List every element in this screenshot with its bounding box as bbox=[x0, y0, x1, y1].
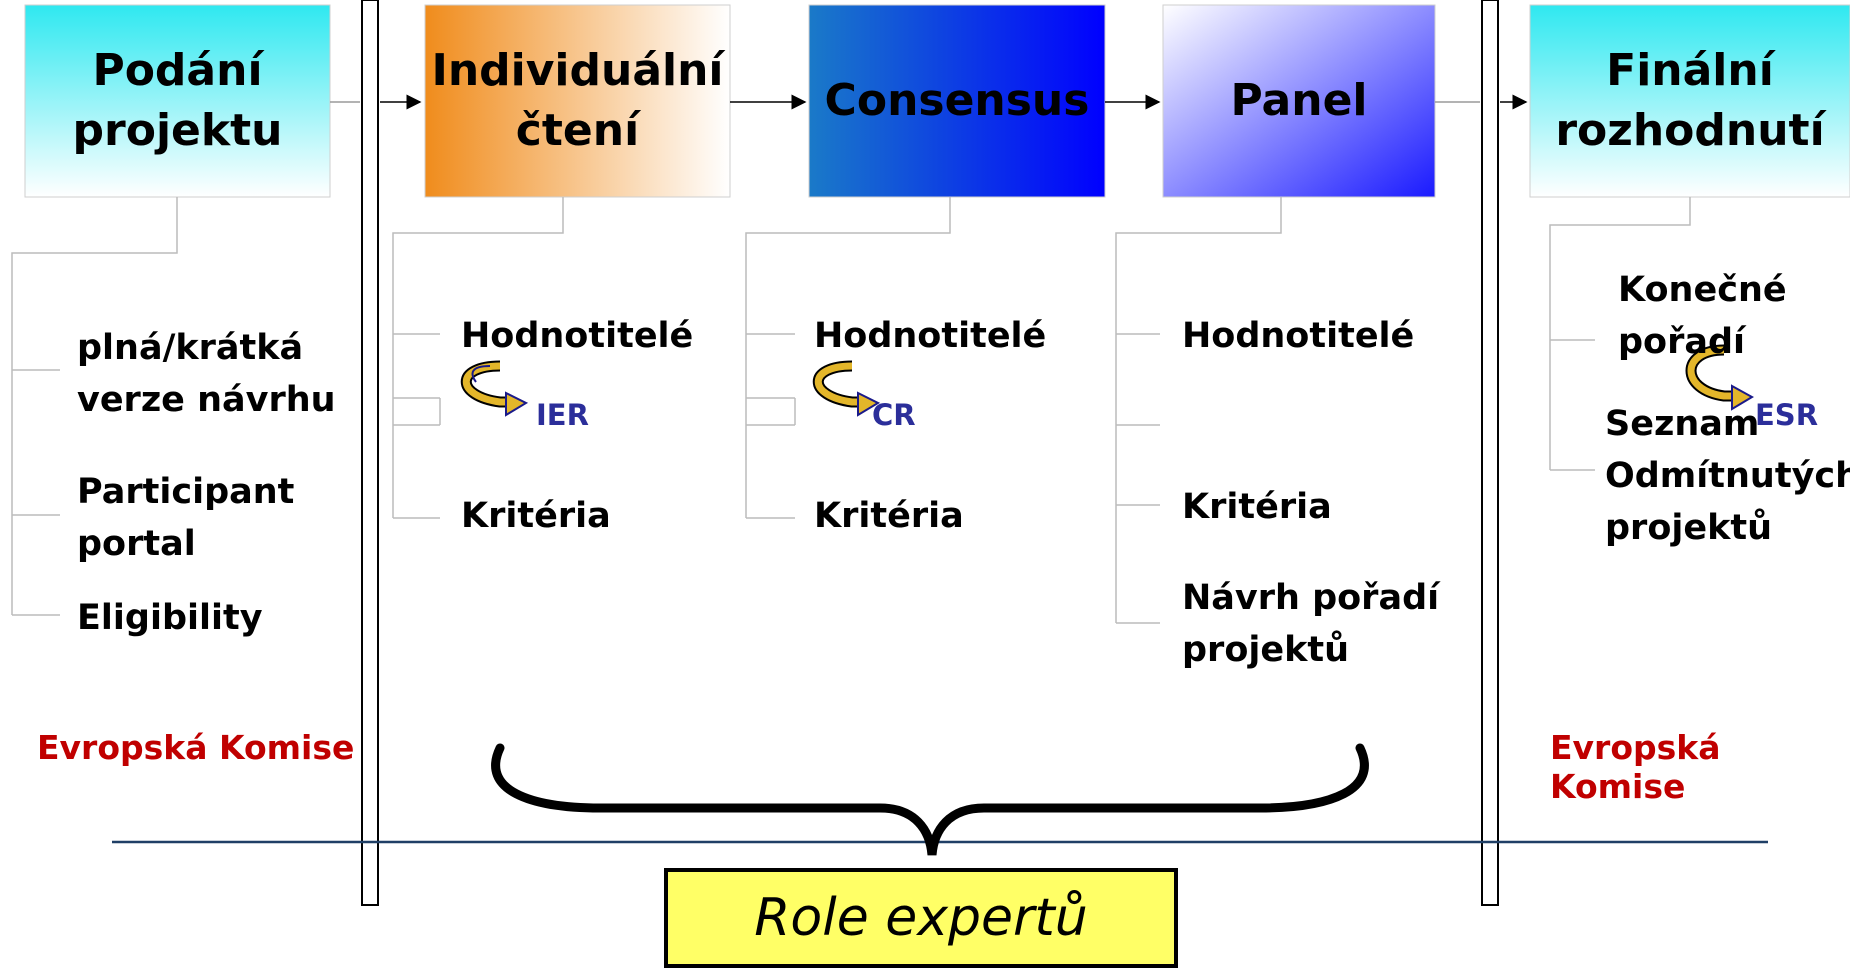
box-finalni-bg bbox=[1529, 4, 1850, 198]
loop-arrow-esr-icon bbox=[1685, 344, 1755, 411]
consensus-item-kriteria: Kritéria bbox=[814, 496, 964, 536]
code-esr: ESR bbox=[1755, 398, 1819, 432]
divider-left bbox=[361, 0, 379, 906]
stage-consensus: Consensus bbox=[809, 5, 1105, 197]
loop-arrow-cr-icon bbox=[813, 360, 881, 417]
stage-finalni-label: Finální rozhodnutí bbox=[1555, 45, 1825, 156]
box-individualni-bg bbox=[424, 4, 731, 198]
stage-individualni: Individuální čtení bbox=[425, 5, 730, 197]
finalni-item-seznam: Seznam Odmítnutých projektů bbox=[1605, 404, 1850, 548]
stage-podani: Podání projektu bbox=[25, 5, 330, 197]
finalni-item-konecne: Konečné pořadí bbox=[1618, 270, 1787, 362]
box-podani-bg bbox=[24, 4, 331, 198]
role-expertu-box: Role expertů bbox=[664, 868, 1178, 968]
stage-individualni-label: Individuální čtení bbox=[431, 45, 724, 156]
podani-item-portal: Participant portal bbox=[77, 472, 295, 564]
ec-label-right: Evropská Komise bbox=[1550, 728, 1721, 806]
stage-finalni: Finální rozhodnutí bbox=[1530, 5, 1850, 197]
consensus-item-hodnotitele: Hodnotitelé bbox=[814, 316, 1047, 356]
loop-arrow-ier-icon bbox=[461, 360, 529, 417]
divider-right bbox=[1481, 0, 1499, 906]
ec-label-left: Evropská Komise bbox=[37, 728, 355, 767]
stage-podani-label: Podání projektu bbox=[72, 45, 283, 156]
stage-consensus-label: Consensus bbox=[824, 75, 1090, 126]
panel-item-kriteria: Kritéria bbox=[1182, 487, 1332, 527]
stage-panel-label: Panel bbox=[1230, 75, 1368, 126]
box-consensus-bg bbox=[808, 4, 1106, 198]
brace bbox=[491, 743, 1369, 856]
code-ier: IER bbox=[536, 398, 589, 432]
stage-panel: Panel bbox=[1163, 5, 1435, 197]
code-cr: CR bbox=[872, 398, 916, 432]
box-panel-bg bbox=[1162, 4, 1436, 198]
panel-item-hodnotitele: Hodnotitelé bbox=[1182, 316, 1415, 356]
role-expertu-label: Role expertů bbox=[754, 888, 1088, 948]
podani-item-verze: plná/krátká verze návrhu bbox=[77, 328, 336, 420]
podani-item-eligibility: Eligibility bbox=[77, 598, 263, 638]
panel-item-navrh: Návrh pořadí projektů bbox=[1182, 578, 1440, 670]
individualni-item-hodnotitele: Hodnotitelé bbox=[461, 316, 694, 356]
individualni-item-kriteria: Kritéria bbox=[461, 496, 611, 536]
